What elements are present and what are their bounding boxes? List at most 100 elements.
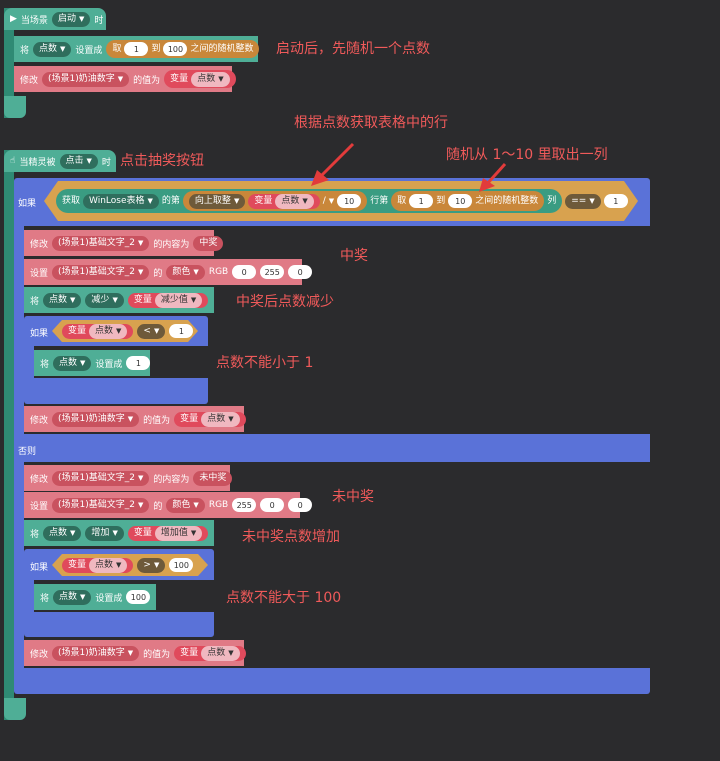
variable-block[interactable]: 变量点数▼ (174, 645, 246, 661)
variable-label: 变量 (180, 647, 199, 658)
chevron-down-icon: ▼ (116, 560, 122, 569)
event2-dropdown[interactable]: 点击▼ (59, 153, 98, 169)
set-max-block[interactable]: 将 点数▼ 设置成 100 (34, 584, 156, 610)
divisor[interactable]: 10 (337, 194, 362, 208)
random-max[interactable]: 100 (163, 42, 188, 56)
rgb-r[interactable]: 255 (232, 498, 257, 512)
chevron-down-icon: ▼ (147, 196, 153, 205)
var-dropdown[interactable]: 点数▼ (43, 292, 82, 308)
variable-block[interactable]: 变量点数▼ (62, 557, 134, 573)
var-dropdown[interactable]: 点数▼ (201, 411, 240, 427)
table-dropdown[interactable]: WinLose表格▼ (83, 193, 159, 209)
text-value[interactable]: 未中奖 (193, 470, 233, 486)
compare-value[interactable]: 1 (169, 324, 194, 338)
chevron-down-icon: ▼ (80, 592, 86, 601)
verb-label: 将 (40, 593, 50, 604)
divide-op[interactable]: / (322, 195, 326, 206)
annotation-10: 点数不能大于 100 (226, 590, 342, 606)
random-int-block[interactable]: 取 1 到 100 之间的随机整数 (106, 40, 260, 58)
get-table-block[interactable]: 获取 WinLose表格▼ 的第 向上取整▼ 变量点数▼ /▼ 10 行第 取 … (56, 189, 563, 213)
variable-block[interactable]: 变量点数▼ (62, 323, 134, 339)
event1-dropdown[interactable]: 启动▼ (51, 11, 91, 27)
annotation-4: 点击抽奖按钮 (120, 153, 204, 169)
modify-value-block-3[interactable]: 修改 (场景1)奶油数字▼ 的值为 变量点数▼ (24, 640, 246, 666)
target-dropdown[interactable]: (场景1)基础文字_2▼ (52, 235, 150, 251)
variable-block[interactable]: 变量点数▼ (174, 411, 246, 427)
set-color-block-lose[interactable]: 设置 (场景1)基础文字_2▼ 的 颜色▼ RGB 255 0 0 (24, 492, 313, 518)
compare-value[interactable]: 100 (169, 558, 194, 572)
variable-label: 变量 (68, 325, 87, 336)
chevron-down-icon: ▼ (228, 648, 234, 657)
variable-label: 变量 (133, 294, 152, 305)
modify-text-block-lose[interactable]: 修改 (场景1)基础文字_2▼ 的内容为 未中奖 (24, 465, 233, 491)
variable-block[interactable]: 变量减少值▼ (127, 292, 209, 308)
modify-value-block-1[interactable]: 修改 (场景1)奶油数字▼ 的值为 变量点数▼ (14, 66, 236, 92)
increase-block[interactable]: 将 点数▼ 增加▼ 变量增加值▼ (24, 520, 214, 546)
target-dropdown[interactable]: (场景1)基础文字_2▼ (52, 470, 150, 486)
rgb-g[interactable]: 0 (260, 498, 285, 512)
variable-block[interactable]: 变量增加值▼ (127, 525, 209, 541)
var-dropdown[interactable]: 点数▼ (275, 193, 314, 209)
rgb-b[interactable]: 0 (288, 265, 313, 279)
round-dropdown[interactable]: 向上取整▼ (188, 193, 246, 209)
set-min-block[interactable]: 将 点数▼ 设置成 1 (34, 350, 151, 376)
event2-prefix: 当精灵被 (19, 157, 56, 168)
var-dropdown[interactable]: 点数▼ (191, 71, 230, 87)
var-dropdown[interactable]: 点数▼ (53, 589, 92, 605)
set-value[interactable]: 1 (126, 356, 151, 370)
target-dropdown[interactable]: (场景1)基础文字_2▼ (52, 497, 150, 513)
set-random-block[interactable]: 将 点数▼ 设置成 取 1 到 100 之间的随机整数 (14, 36, 260, 62)
ceil-block[interactable]: 向上取整▼ 变量点数▼ /▼ 10 (182, 191, 368, 211)
rgb-g[interactable]: 255 (260, 265, 285, 279)
event1-hat-block[interactable]: ▶ 当场景 启动▼ 时 (4, 8, 106, 30)
condition-content: 获取 WinLose表格▼ 的第 向上取整▼ 变量点数▼ /▼ 10 行第 取 … (56, 187, 628, 215)
var-dropdown[interactable]: 点数▼ (89, 323, 128, 339)
var-dropdown[interactable]: 点数▼ (43, 525, 82, 541)
get-label: 获取 (62, 195, 81, 206)
var-dropdown[interactable]: 点数▼ (33, 41, 72, 57)
random-max[interactable]: 10 (448, 194, 473, 208)
action-dropdown[interactable]: 减少▼ (85, 292, 124, 308)
variable-block[interactable]: 变量点数▼ (248, 193, 320, 209)
verb-label: 将 (30, 529, 40, 540)
compare-value[interactable]: 1 (603, 194, 628, 208)
target-dropdown[interactable]: (场景1)奶油数字▼ (42, 71, 130, 87)
var-dropdown[interactable]: 点数▼ (53, 355, 92, 371)
content-label: 的内容为 (153, 239, 190, 250)
chevron-down-icon: ▼ (228, 414, 234, 423)
rgb-b[interactable]: 0 (288, 498, 313, 512)
prop-dropdown[interactable]: 颜色▼ (166, 497, 205, 513)
random-int-block[interactable]: 取 1 到 10 之间的随机整数 (391, 191, 545, 211)
chevron-down-icon: ▼ (117, 74, 124, 83)
variable-block[interactable]: 变量点数▼ (164, 70, 236, 88)
compare-dropdown[interactable]: <▼ (137, 323, 166, 339)
prop-dropdown[interactable]: 颜色▼ (166, 264, 205, 280)
set-color-block-win[interactable]: 设置 (场景1)基础文字_2▼ 的 颜色▼ RGB 0 255 0 (24, 259, 313, 285)
var-dropdown[interactable]: 减少值▼ (154, 292, 203, 308)
random-min[interactable]: 1 (409, 194, 434, 208)
target-dropdown[interactable]: (场景1)奶油数字▼ (52, 645, 140, 661)
modify-value-block-2[interactable]: 修改 (场景1)奶油数字▼ 的值为 变量点数▼ (24, 406, 246, 432)
target-dropdown[interactable]: (场景1)基础文字_2▼ (52, 264, 150, 280)
event2-foot (4, 698, 26, 720)
var-dropdown[interactable]: 点数▼ (89, 557, 128, 573)
target-dropdown[interactable]: (场景1)奶油数字▼ (52, 411, 140, 427)
var-dropdown[interactable]: 点数▼ (201, 645, 240, 661)
text-value[interactable]: 中奖 (193, 235, 224, 251)
random-to-label: 到 (151, 43, 161, 54)
compare-dropdown[interactable]: ==▼ (565, 193, 601, 209)
action-dropdown[interactable]: 增加▼ (85, 525, 124, 541)
modify-text-block-win[interactable]: 修改 (场景1)基础文字_2▼ 的内容为 中奖 (24, 230, 224, 256)
variable-label: 变量 (254, 195, 273, 206)
compare-dropdown[interactable]: >▼ (137, 557, 166, 573)
random-min[interactable]: 1 (124, 42, 149, 56)
index-label: 的第 (161, 195, 180, 206)
rgb-r[interactable]: 0 (232, 265, 257, 279)
var-dropdown[interactable]: 增加值▼ (154, 525, 203, 541)
chevron-down-icon: ▼ (589, 196, 595, 205)
set-value[interactable]: 100 (126, 590, 151, 604)
decrease-block[interactable]: 将 点数▼ 减少▼ 变量减少值▼ (24, 287, 214, 313)
play-icon: ▶ (10, 14, 17, 24)
random-from-label: 取 (112, 43, 122, 54)
event2-hat-block[interactable]: ☝ 当精灵被 点击▼ 时 (4, 150, 116, 172)
